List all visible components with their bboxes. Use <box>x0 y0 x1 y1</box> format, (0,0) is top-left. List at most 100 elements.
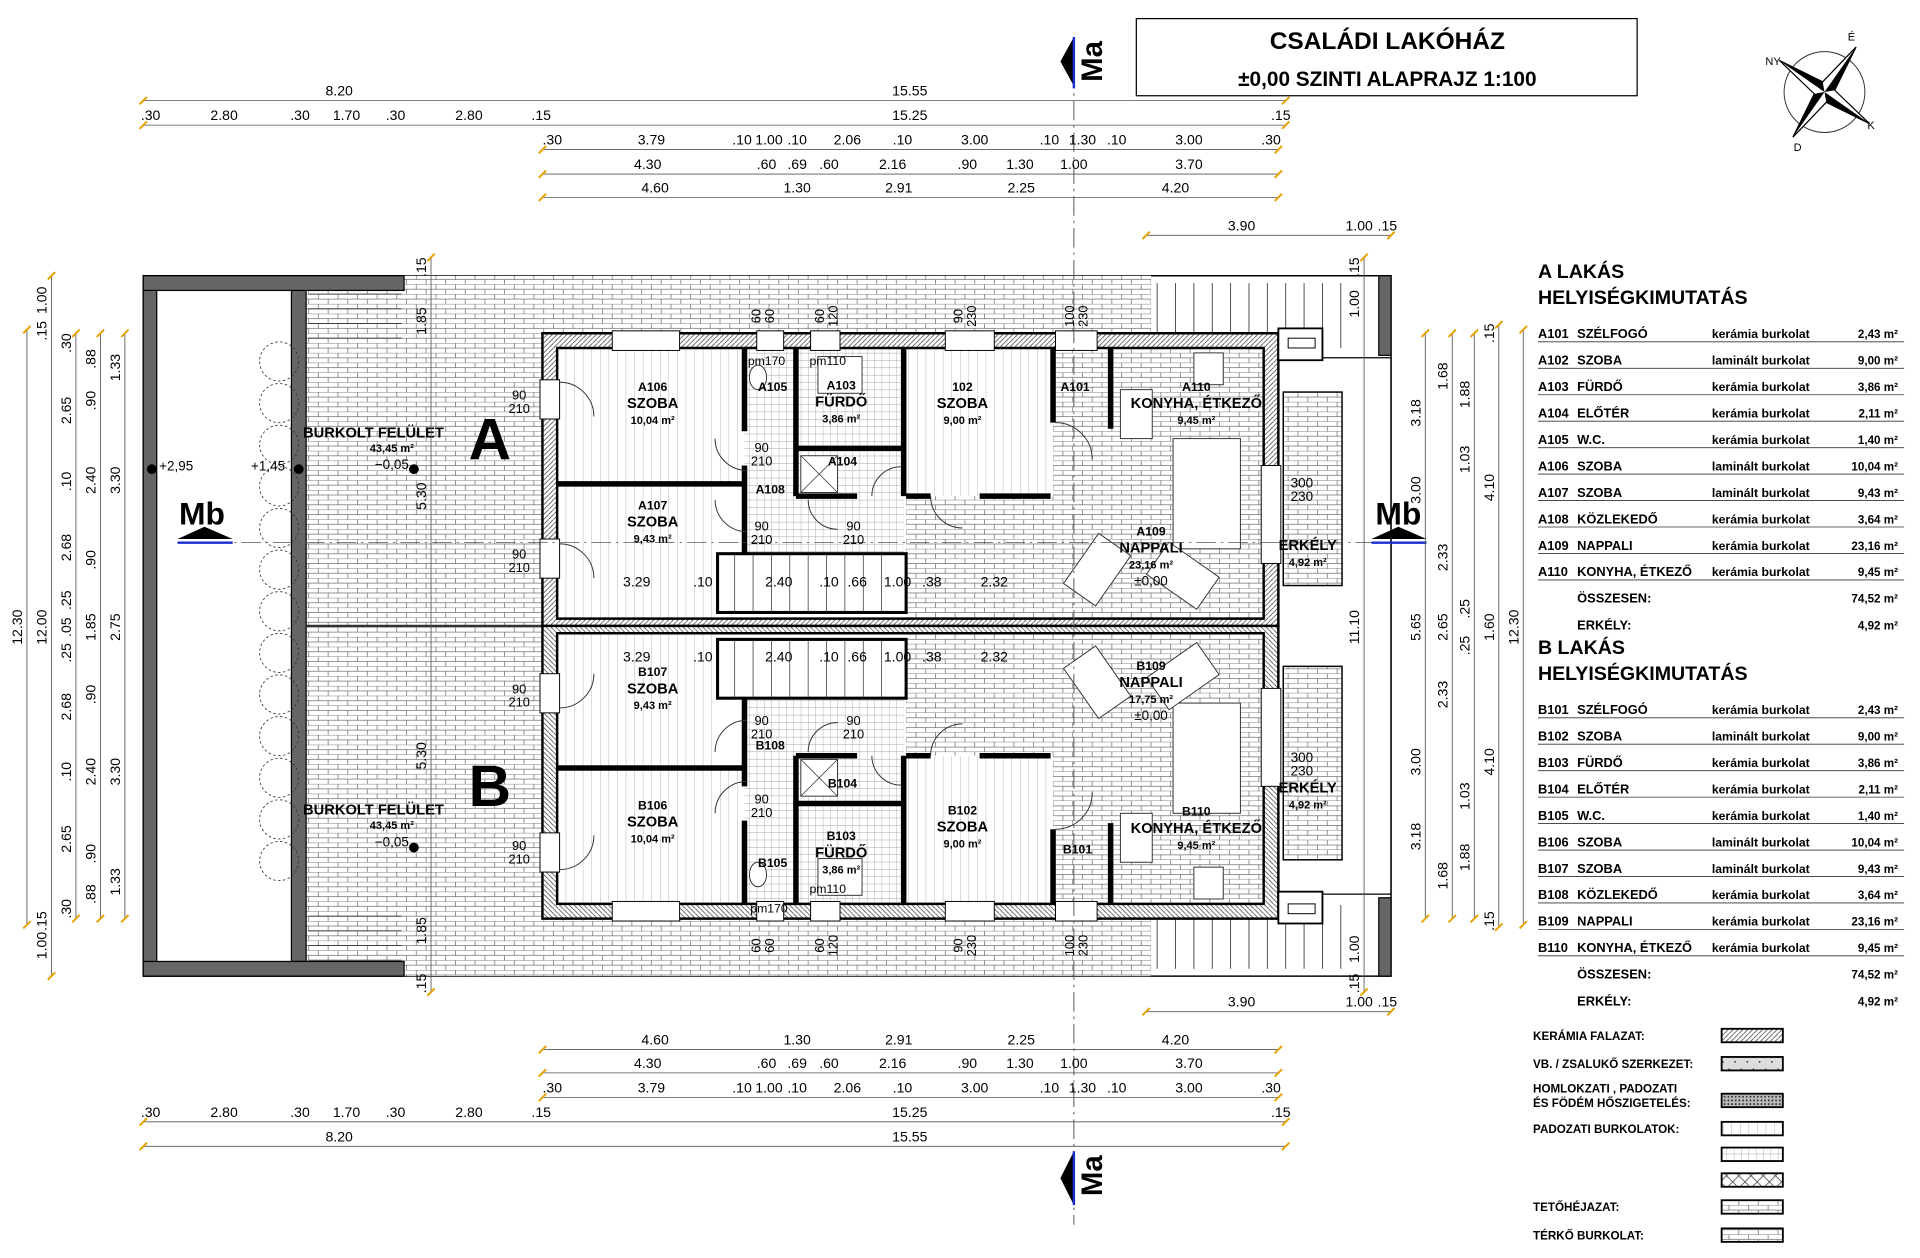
room-area: 23,16 m² <box>1851 540 1898 553</box>
room-area: 9,45 m² <box>1177 840 1215 852</box>
dimension-tick <box>538 1068 547 1078</box>
room-area: 2,43 m² <box>1858 328 1898 341</box>
dimension-label: .30 <box>386 1104 406 1120</box>
stair-dimension: .10 <box>819 574 839 590</box>
room-name: KONYHA, ÉTKEZŐ <box>1131 394 1262 412</box>
door-height: 210 <box>843 532 864 547</box>
stair-dimension: 2.40 <box>765 574 793 590</box>
dimension-label: 1.03 <box>1456 446 1472 474</box>
compass-label-south: D <box>1794 142 1802 154</box>
dimension-label: .60 <box>757 1055 777 1071</box>
drawing-subtitle: ±0,00 SZINTI ALAPRAJZ 1:100 <box>1238 68 1536 91</box>
room-area: 3,64 m² <box>1858 513 1898 526</box>
dimension-tick <box>1420 914 1430 923</box>
dimension-label: .90 <box>958 156 978 172</box>
room-code: A101 <box>1538 326 1569 341</box>
room-name: NAPPALI <box>1577 538 1632 553</box>
total-label: ÖSSZESEN: <box>1577 591 1651 606</box>
dimension-label: .10 <box>732 1079 752 1095</box>
room-code: B105 <box>1538 808 1569 823</box>
dimension-label: 1.85 <box>83 613 99 641</box>
dimension-label: 12.30 <box>1505 609 1521 644</box>
dimension-label: .15 <box>1346 257 1362 277</box>
floor-finish: kerámia burkolat <box>1712 915 1810 929</box>
dimension-tick <box>120 914 130 923</box>
door-height: 210 <box>751 454 772 469</box>
dimension-tick <box>538 1093 547 1102</box>
room-area: 9,00 m² <box>943 839 981 851</box>
room-name: KÖZLEKEDŐ <box>1577 887 1658 902</box>
room-name: KONYHA, ÉTKEZŐ <box>1577 564 1692 579</box>
schedule-title: B LAKÁS <box>1538 636 1625 659</box>
dimension-label: 4.20 <box>1162 179 1190 195</box>
floor-finish: kerámia burkolat <box>1712 407 1810 421</box>
dimension-label: 12.00 <box>34 609 50 644</box>
dimension-label: 3.30 <box>107 466 123 494</box>
dimension-label: 1.88 <box>1456 843 1472 871</box>
dimension-label: 3.00 <box>1175 1079 1203 1095</box>
dimension-tick <box>96 328 105 338</box>
dimension-tick <box>1518 325 1528 334</box>
sill-height-label: pm170 <box>750 901 788 915</box>
dimension-label: 3.79 <box>638 1079 666 1095</box>
balcony-door-width: 300 <box>1291 476 1313 491</box>
dimension-label: 4.30 <box>634 156 662 172</box>
dimension-tick <box>47 971 56 981</box>
room-area: 9,00 m² <box>1858 355 1898 368</box>
room-area: 9,00 m² <box>943 415 981 427</box>
dimension-label: .15 <box>1481 323 1497 343</box>
legend-swatch-laminate <box>1720 1120 1784 1137</box>
dimension-label: 1.00 <box>755 1079 783 1095</box>
room-area: 3,64 m² <box>1858 889 1898 902</box>
dimension-label: .15 <box>1271 1104 1291 1120</box>
dimension-tick <box>538 193 547 202</box>
door-height: 210 <box>751 532 772 547</box>
dimension-tick <box>71 328 81 338</box>
room-area: 9,00 m² <box>1858 731 1898 744</box>
section-marker-ma-top: Ma <box>1060 36 1109 89</box>
legend-insulation-2: ÉS FÖDÉM HŐSZIGETELÉS: <box>1533 1097 1691 1110</box>
floor-finish: kerámia burkolat <box>1712 565 1810 579</box>
dimension-label: .88 <box>83 349 99 369</box>
dimension-label: 1.00 <box>755 132 783 148</box>
room-area: 9,45 m² <box>1858 942 1898 955</box>
room-code: B109 <box>1136 659 1165 673</box>
room-name: SZOBA <box>1577 861 1622 876</box>
door-height: 210 <box>843 727 864 742</box>
dimension-tick <box>120 328 130 338</box>
dimension-label: 3.30 <box>107 758 123 786</box>
dimension-label: .30 <box>290 107 310 123</box>
dimension-label: 3.79 <box>638 132 666 148</box>
stair-dimension: .10 <box>693 648 713 664</box>
stair-dimension: 3.29 <box>623 574 651 590</box>
legend-roofing: TETŐHÉJAZAT: <box>1533 1201 1619 1214</box>
dimension-label: 2.91 <box>885 1032 913 1048</box>
window-height: 60 <box>762 309 777 323</box>
room-code: B110 <box>1182 805 1211 819</box>
dimension-label: 2.25 <box>1008 1032 1036 1048</box>
floor-finish: kerámia burkolat <box>1712 380 1810 394</box>
window-height: 120 <box>826 305 841 326</box>
room-name: SZOBA <box>627 515 679 531</box>
dimension-label: 3.00 <box>1407 748 1423 776</box>
dimension-label: 2.68 <box>58 534 74 562</box>
room-name: SZOBA <box>937 396 989 412</box>
room-area: 10,04 m² <box>631 415 675 427</box>
dimension-label: .30 <box>141 107 161 123</box>
floor-finish: laminált burkolat <box>1712 835 1810 849</box>
dimension-label: 1.33 <box>107 354 123 382</box>
floor-finish: laminált burkolat <box>1712 354 1810 368</box>
dimension-label: .15 <box>1271 107 1291 123</box>
dimension-tick <box>1447 914 1457 923</box>
compass-label-west: NY <box>1765 56 1781 68</box>
dimension-label: 2.33 <box>1434 681 1450 709</box>
dimension-label: 1.00 <box>1346 935 1362 963</box>
dimension-tick <box>1359 987 1369 997</box>
schedule-subtitle: HELYISÉGKIMUTATÁS <box>1538 286 1748 309</box>
dimension-tick <box>138 1141 148 1151</box>
room-code: A109 <box>1136 524 1165 538</box>
room-area: 2,11 m² <box>1859 783 1899 796</box>
door-width: 90 <box>512 547 526 562</box>
